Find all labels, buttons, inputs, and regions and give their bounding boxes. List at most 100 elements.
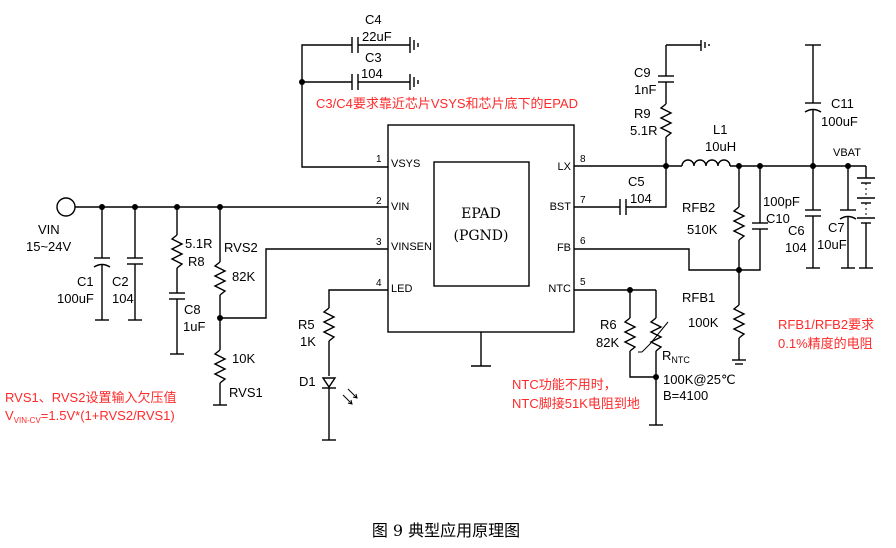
pin-name-lx: LX [558,161,572,173]
pin-name-vinsen: VINSEN [391,241,432,253]
c4-ref: C4 [365,12,382,27]
c10-value: 100pF [763,194,800,209]
rfb1-value: 100K [688,315,719,330]
c8-value: 1uF [183,319,205,334]
capacitor-c2 [127,207,143,321]
c1-ref: C1 [77,274,94,289]
rfb2-ref: RFB2 [682,200,715,215]
note-rvs-formula: VVIN-CV=1.5V*(1+RVS2/RVS1) [5,408,175,425]
note-ntc-line1: NTC功能不用时， [512,377,617,392]
c5-value: 104 [630,191,652,206]
rntc-beta: B=4100 [663,388,708,403]
l1-ref: L1 [713,122,727,137]
note-rfb-line2: 0.1%精度的电阻 [778,336,873,351]
l1-value: 10uH [705,139,736,154]
rfb1-ref: RFB1 [682,290,715,305]
pin-name-vin: VIN [391,201,409,213]
thermistor-rntc [638,290,669,426]
r9-value: 5.1R [630,123,657,138]
r9-ref: R9 [634,106,651,121]
figure-caption: 图 9 典型应用原理图 [372,521,520,540]
pin-name-led: LED [391,283,412,295]
c9-value: 1nF [634,82,656,97]
capacitor-c10 [739,166,768,271]
resistor-r8 [170,207,184,293]
c1-value: 100uF [57,291,94,306]
vin-ref: VIN [38,222,60,237]
c7-ref: C7 [828,220,845,235]
resistor-rfb1 [732,304,746,365]
vin-value: 15~24V [26,239,72,254]
pin-num-6: 6 [580,236,586,247]
pin-name-ntc: NTC [548,283,571,295]
c11-ref: C11 [831,96,854,111]
resistor-r9 [659,103,673,166]
c11-value: 100uF [821,114,858,129]
resistor-rfb2 [732,166,746,305]
capacitor-c1 [93,207,111,321]
rvs1-ref: RVS1 [229,385,263,400]
ntc-net [574,287,659,380]
pin-name-fb: FB [557,242,571,254]
capacitor-c11 [804,44,822,166]
r5-ref: R5 [298,317,315,332]
pin-num-4: 4 [376,278,382,289]
pin-num-5: 5 [580,277,586,288]
capacitor-c9 [658,40,710,104]
r6-value: 82K [596,335,619,350]
resistor-r6 [623,290,656,378]
resistor-rvs1 [213,349,227,406]
vbat-label: VBAT [833,147,861,159]
battery-symbol [857,166,875,269]
rvs1-value: 10K [232,351,255,366]
c6-ref: C6 [788,223,805,238]
capacitor-c4 [351,37,419,53]
note-ntc-line2: NTC脚接51K电阻到地 [512,396,640,411]
pin-name-bst: BST [550,201,572,213]
pin-num-8: 8 [580,154,586,165]
rntc-value: 100K@25℃ [663,372,736,387]
fb-net [574,248,739,271]
epad-box [433,161,530,287]
pin-num-1: 1 [376,154,382,165]
resistor-r5 [322,289,388,376]
r8-value: 5.1R [185,236,212,251]
note-rfb-line1: RFB1/RFB2要求 [778,317,874,332]
r8-ref: R8 [188,254,205,269]
vin-net [56,197,388,217]
epad-pgnd-label: (PGND) [453,228,508,244]
pin-num-3: 3 [376,237,382,248]
led-d1 [321,377,358,441]
capacitor-c7 [839,166,857,269]
pin-num-2: 2 [376,196,382,207]
inductor-l1 [681,159,866,169]
rfb2-value: 510K [687,222,718,237]
capacitor-c6 [805,166,821,269]
c3-value: 104 [361,66,383,81]
r5-value: 1K [300,334,316,349]
pin-name-vsys: VSYS [391,158,420,170]
note-c3c4: C3/C4要求靠近芯片VSYS和芯片底下的EPAD [316,96,578,111]
c7-value: 10uF [817,237,847,252]
pin-num-7: 7 [580,195,586,206]
c8-ref: C8 [184,302,201,317]
c10-ref: C10 [766,211,790,226]
rvs2-ref: RVS2 [224,240,258,255]
vsys-net [299,44,388,168]
note-rvs-line1: RVS1、RVS2设置输入欠压值 [5,390,176,405]
c2-value: 104 [112,291,134,306]
c3-ref: C3 [365,50,382,65]
rvs2-value: 82K [232,269,255,284]
epad-label: EPAD [461,206,501,222]
c4-value: 22uF [362,29,392,44]
c6-value: 104 [785,240,807,255]
d1-ref: D1 [299,374,316,389]
capacitor-c8 [169,292,185,355]
r6-ref: R6 [600,317,617,332]
c9-ref: C9 [634,65,651,80]
resistor-rvs2 [213,207,388,350]
c5-ref: C5 [628,174,645,189]
ground-symbol-ic [471,332,491,367]
capacitor-c3 [351,74,419,90]
